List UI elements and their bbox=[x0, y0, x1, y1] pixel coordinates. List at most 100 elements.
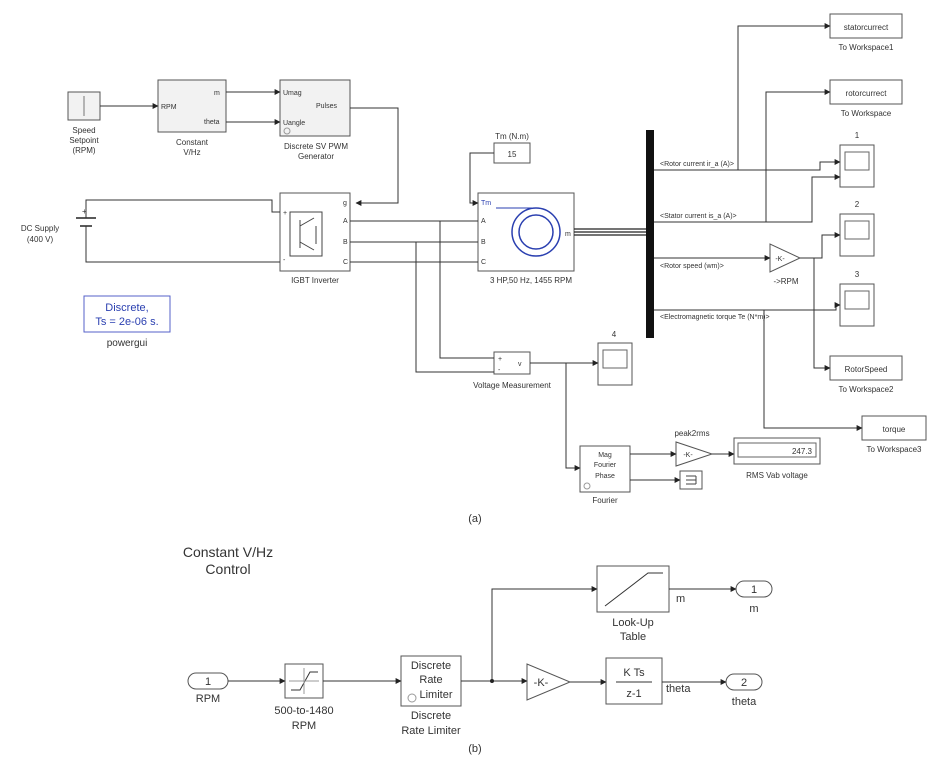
workspace-block[interactable] bbox=[829, 79, 903, 105]
scope-4-label: 4 bbox=[612, 330, 617, 339]
motor-port-c: C bbox=[481, 259, 486, 266]
scope-2-label: 2 bbox=[855, 200, 860, 209]
igbt-port-g: g bbox=[343, 200, 347, 207]
fourier-label: Fourier bbox=[592, 496, 618, 505]
workspace2-block[interactable] bbox=[829, 355, 903, 381]
peak2rms-gain-block[interactable] bbox=[675, 441, 714, 467]
signal-m-label: m bbox=[676, 593, 685, 605]
bus-signal-rotor-current: <Rotor current ir_a (A)> bbox=[660, 161, 734, 168]
rate-limiter-line-2: Rate bbox=[419, 674, 442, 686]
motor-port-b: B bbox=[481, 239, 486, 246]
scope-1-block[interactable] bbox=[839, 144, 875, 188]
motor-port-tm: Tm bbox=[481, 200, 491, 207]
constant-vhz-block[interactable] bbox=[157, 79, 227, 133]
igbt-inverter-block[interactable] bbox=[279, 192, 351, 272]
peak2rms-symbol: -K- bbox=[683, 452, 693, 459]
powergui-line-2: Ts = 2e-06 s. bbox=[95, 316, 158, 328]
fourier-discrete-icon bbox=[583, 482, 591, 490]
speed-setpoint-block[interactable] bbox=[67, 91, 101, 121]
svpwm-label-1: Discrete SV PWM bbox=[284, 142, 348, 151]
motor-rotor-icon bbox=[518, 214, 554, 250]
saturation-block[interactable] bbox=[284, 663, 324, 699]
voltage-meas-port-minus: - bbox=[498, 367, 501, 374]
voltage-meas-out: v bbox=[518, 361, 522, 368]
caption-a: (a) bbox=[468, 513, 481, 525]
workspace3-block[interactable] bbox=[861, 415, 927, 441]
integrator-block[interactable] bbox=[605, 657, 663, 705]
scope-3-block[interactable] bbox=[839, 283, 875, 327]
scope-4-block[interactable] bbox=[597, 342, 633, 386]
powergui-label: powergui bbox=[107, 338, 148, 349]
speed-setpoint-label-2: Setpoint bbox=[69, 136, 99, 145]
workspace1-block[interactable] bbox=[829, 13, 903, 39]
igbt-port-a: A bbox=[343, 218, 348, 225]
bus-signal-rotor-speed: <Rotor speed (wm)> bbox=[660, 263, 724, 270]
fourier-block[interactable] bbox=[579, 445, 631, 493]
part-b-title-1: Constant V/Hz bbox=[183, 544, 273, 560]
dc-supply-block[interactable] bbox=[76, 217, 96, 227]
outport-theta-num: 2 bbox=[741, 677, 747, 689]
rate-limiter-discrete-icon bbox=[407, 693, 417, 703]
svpwm-discrete-icon bbox=[283, 127, 291, 135]
dc-supply-label-2: (400 V) bbox=[27, 235, 54, 244]
saturation-label-2: RPM bbox=[292, 720, 316, 732]
voltage-meas-port-plus: + bbox=[498, 356, 502, 363]
scope-1-label: 1 bbox=[855, 131, 860, 140]
igbt-icon bbox=[289, 211, 323, 257]
scope-2-block[interactable] bbox=[839, 213, 875, 257]
speed-setpoint-label-1: Speed bbox=[72, 126, 95, 135]
workspace2-var: RotorSpeed bbox=[845, 365, 888, 374]
igbt-port-c: C bbox=[343, 259, 348, 266]
torque-const-title: Tm (N.m) bbox=[495, 132, 529, 141]
rate-limiter-line-1: Discrete bbox=[411, 660, 451, 672]
motor-port-a: A bbox=[481, 218, 486, 225]
motor-label: 3 HP,50 Hz, 1455 RPM bbox=[490, 276, 572, 285]
signal-theta-label: theta bbox=[666, 683, 691, 695]
lookup-label-1: Look-Up bbox=[612, 617, 654, 629]
svpwm-label-2: Generator bbox=[298, 152, 334, 161]
dc-supply-plus: + bbox=[82, 207, 87, 216]
svpwm-out-pulses: Pulses bbox=[316, 103, 338, 110]
rate-limiter-label-1: Discrete bbox=[411, 710, 451, 722]
motor-block[interactable] bbox=[477, 192, 575, 272]
terminator-block[interactable] bbox=[679, 470, 703, 490]
lookup-label-2: Table bbox=[620, 631, 646, 643]
outport-m-label: m bbox=[749, 603, 758, 615]
svpwm-block[interactable] bbox=[279, 79, 351, 137]
workspace-label: To Workspace bbox=[841, 109, 892, 118]
peak2rms-label: peak2rms bbox=[674, 429, 709, 438]
speed-setpoint-label-3: (RPM) bbox=[72, 146, 95, 155]
workspace-var: rotorcurrect bbox=[846, 89, 888, 98]
torque-const-value: 15 bbox=[508, 150, 517, 159]
constant-vhz-out-theta: theta bbox=[204, 119, 220, 126]
rate-limiter-label-2: Rate Limiter bbox=[401, 725, 461, 737]
bus-selector-block[interactable] bbox=[646, 130, 654, 338]
workspace1-var: statorcurrect bbox=[844, 23, 889, 32]
saturation-label-1: 500-to-1480 bbox=[274, 705, 333, 717]
fourier-line-mag: Mag bbox=[598, 452, 612, 459]
gain-symbol: -K- bbox=[534, 677, 549, 689]
fourier-line-phase: Phase bbox=[595, 473, 615, 480]
wires-part-b bbox=[228, 586, 737, 685]
powergui-block[interactable] bbox=[83, 295, 171, 333]
svpwm-in-umag: Umag bbox=[283, 90, 302, 97]
constant-vhz-label-2: V/Hz bbox=[183, 148, 200, 157]
bus-signal-stator-current: <Stator current is_a (A)> bbox=[660, 213, 737, 220]
rate-limiter-line-3: Limiter bbox=[419, 689, 452, 701]
workspace3-var: torque bbox=[883, 425, 906, 434]
svpwm-in-uangle: Uangle bbox=[283, 120, 305, 127]
powergui-line-1: Discrete, bbox=[105, 302, 148, 314]
igbt-port-b: B bbox=[343, 239, 348, 246]
igbt-port-minus: - bbox=[283, 257, 286, 264]
workspace1-label: To Workspace1 bbox=[839, 43, 895, 52]
inport-rpm-label: RPM bbox=[196, 693, 220, 705]
gain-rpm-symbol: -K- bbox=[775, 256, 785, 263]
wires-part-a bbox=[85, 23, 863, 483]
igbt-port-plus: + bbox=[283, 210, 287, 217]
constant-vhz-out-m: m bbox=[214, 90, 220, 97]
workspace3-label: To Workspace3 bbox=[867, 445, 923, 454]
lookup-table-block[interactable] bbox=[596, 565, 670, 613]
motor-port-m: m bbox=[565, 231, 571, 238]
inport-rpm-num: 1 bbox=[205, 676, 211, 688]
gain-rpm-label: ->RPM bbox=[773, 277, 798, 286]
